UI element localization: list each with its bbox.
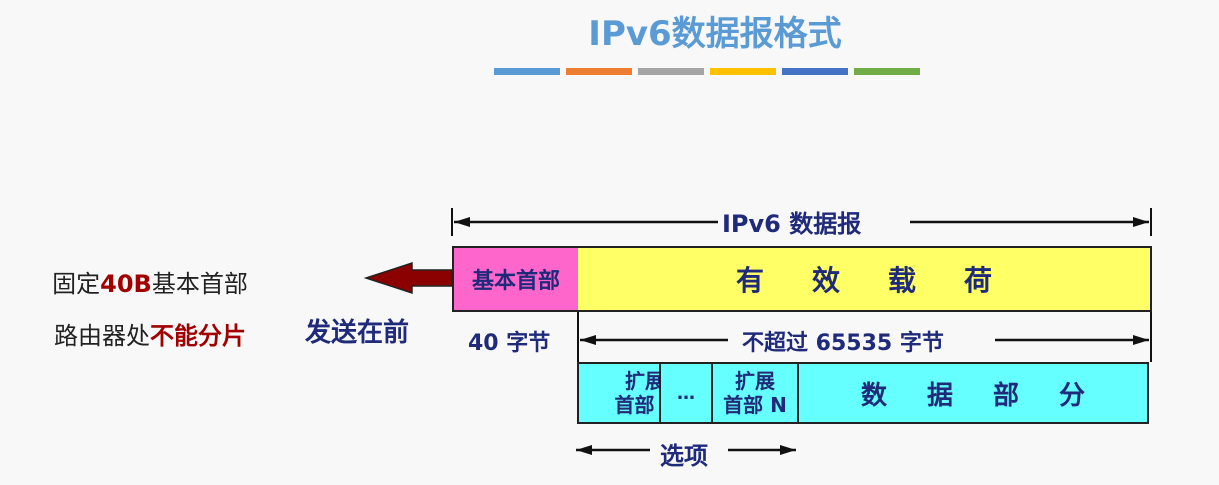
note1-highlight: 40B <box>100 270 152 298</box>
payload-label: 有效载荷 <box>735 264 1040 297</box>
note2-highlight: 不能分片 <box>150 321 246 350</box>
data-part-label: 数据部分 <box>860 380 1125 411</box>
title-bar-4 <box>710 68 776 75</box>
note1-suffix: 基本首部 <box>151 270 248 298</box>
note2-prefix: 路由器处 <box>54 322 150 350</box>
ellipsis-box: … <box>659 362 713 424</box>
ext-header-n-line1: 扩展 <box>735 369 775 393</box>
page-title: IPv6数据报格式 <box>588 14 842 54</box>
title-bar-5 <box>782 68 848 75</box>
total-dimension-right-arrowhead <box>1133 217 1149 227</box>
title-bar-6 <box>854 68 920 75</box>
base-header-label: 基本首部 <box>471 269 560 294</box>
options-left-arrowhead <box>576 445 592 455</box>
total-datagram-label: IPv6 数据报 <box>722 210 862 238</box>
send-arrow-icon <box>363 261 453 295</box>
ellipsis-label: … <box>677 382 695 404</box>
base-size-label: 40 字节 <box>468 331 551 356</box>
options-right-arrowhead <box>780 445 796 455</box>
title-bar-2 <box>566 68 632 75</box>
note-fixed-header: 固定40B基本首部 <box>30 264 270 299</box>
options-label: 选项 <box>660 442 708 470</box>
title-bar-1 <box>494 68 560 75</box>
payload-size-label: 不超过 65535 字节 <box>742 331 944 356</box>
note-no-fragmentation: 路由器处不能分片 <box>30 316 270 351</box>
data-part-box: 数据部分 <box>797 362 1149 424</box>
title-bar-3 <box>638 68 704 75</box>
ext-header-n-box: 扩展 首部 N <box>711 362 799 424</box>
base-header-box: 基本首部 <box>452 246 580 312</box>
send-first-label: 发送在前 <box>305 318 410 348</box>
payload-dimension-right-arrowhead <box>1133 335 1149 345</box>
ext-header-n-line2: 首部 N <box>723 393 787 417</box>
total-dimension-left-arrowhead <box>454 217 470 227</box>
note1-prefix: 固定 <box>52 270 101 298</box>
payload-dimension-left-arrowhead <box>580 335 596 345</box>
ext-header-1-line1: 扩展 <box>625 369 665 393</box>
payload-box: 有效载荷 <box>578 246 1152 312</box>
title-underline-bars <box>494 68 920 75</box>
